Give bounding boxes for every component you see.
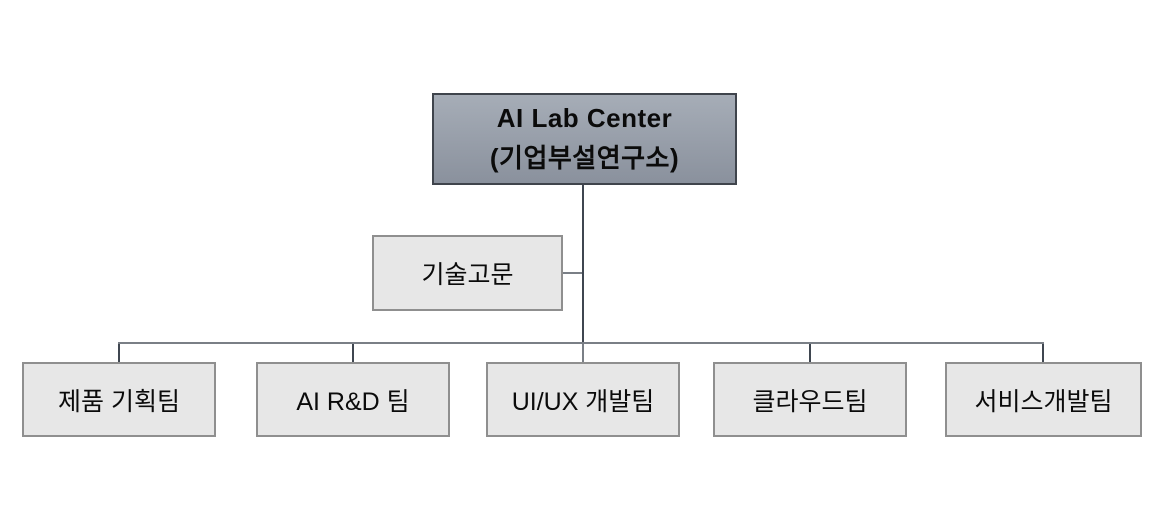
advisor-node: 기술고문 xyxy=(372,235,563,311)
connector-drop-team-3 xyxy=(582,344,584,362)
connector-advisor-stub xyxy=(561,272,582,274)
team-node-label: AI R&D 팀 xyxy=(296,387,410,416)
team-node-service-dev: 서비스개발팀 xyxy=(945,362,1142,437)
team-node-label: 제품 기획팀 xyxy=(58,387,180,416)
connector-horizontal-bus xyxy=(118,342,1044,344)
connector-drop-team-2 xyxy=(352,344,354,362)
connector-drop-team-5 xyxy=(1042,344,1044,362)
connector-drop-team-4 xyxy=(809,344,811,362)
team-node-product-planning: 제품 기획팀 xyxy=(22,362,216,437)
connector-root-vertical xyxy=(582,185,584,344)
root-node: AI Lab Center (기업부설연구소) xyxy=(432,93,737,185)
connector-drop-team-1 xyxy=(118,344,120,362)
team-node-label: 클라우드팀 xyxy=(752,387,868,416)
team-node-label: 서비스개발팀 xyxy=(974,387,1113,416)
root-node-title: AI Lab Center xyxy=(496,103,673,133)
team-node-uiux-dev: UI/UX 개발팀 xyxy=(486,362,680,437)
root-node-subtitle: (기업부설연구소) xyxy=(489,143,680,173)
team-node-ai-rnd: AI R&D 팀 xyxy=(256,362,450,437)
team-node-label: UI/UX 개발팀 xyxy=(511,387,655,416)
team-node-cloud: 클라우드팀 xyxy=(713,362,907,437)
advisor-node-label: 기술고문 xyxy=(421,261,514,289)
